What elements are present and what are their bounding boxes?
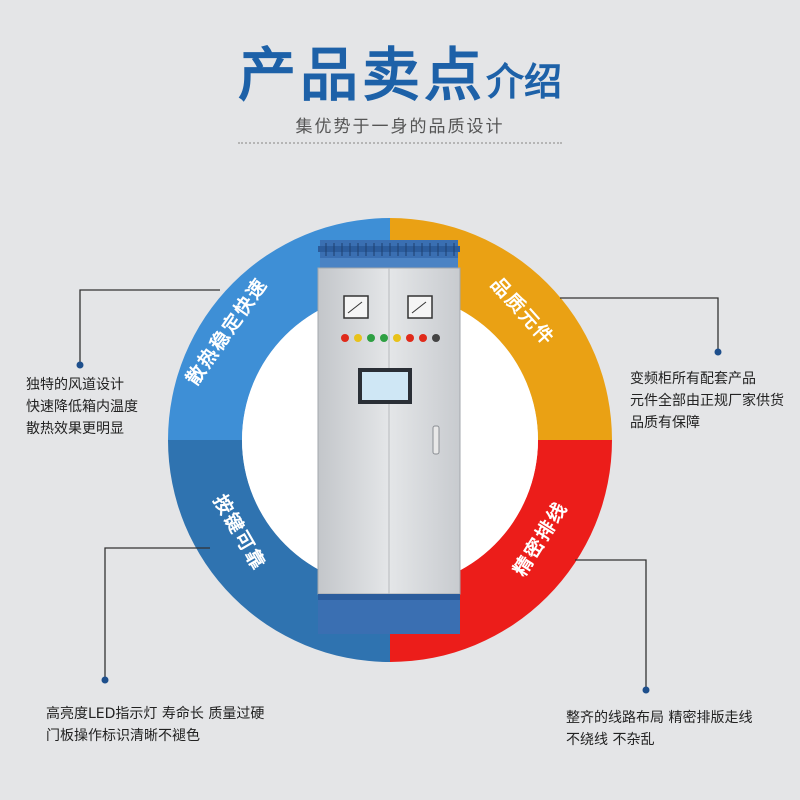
leader-dot-top-right	[714, 348, 722, 356]
description-line: 门板操作标识清晰不褪色	[46, 728, 200, 744]
description-line: 散热效果更明显	[26, 421, 124, 437]
leader-dot-bottom-left	[101, 676, 109, 684]
title-suffix: 介绍	[486, 60, 563, 104]
description-line: 元件全部由正规厂家供货	[630, 393, 784, 409]
description-line: 品质有保障	[630, 415, 700, 431]
description-bottom-right: 整齐的线路布局 精密排版走线 不绕线 不杂乱	[566, 707, 752, 751]
leader-line-top-right	[560, 297, 719, 352]
subtitle: 集优势于一身的品质设计	[295, 117, 505, 137]
description-top-left: 独特的风道设计 快速降低箱内温度 散热效果更明显	[26, 374, 138, 440]
divider	[238, 142, 562, 144]
title-main: 产品卖点	[237, 41, 486, 109]
leader-line-bottom-left	[104, 547, 210, 680]
description-line: 不绕线 不杂乱	[566, 732, 655, 748]
description-line: 快速降低箱内温度	[26, 399, 138, 415]
description-line: 整齐的线路布局 精密排版走线	[566, 710, 753, 726]
page-title: 产品卖点介绍	[0, 28, 800, 112]
leader-line-top-left	[79, 289, 220, 365]
leader-dot-bottom-right	[642, 686, 650, 694]
leader-line-bottom-right	[575, 559, 647, 690]
description-line: 独特的风道设计	[26, 377, 124, 393]
description-bottom-left: 高亮度LED指示灯 寿命长 质量过硬 门板操作标识清晰不褪色	[46, 703, 264, 747]
leader-dot-top-left	[76, 361, 84, 369]
description-top-right: 变频柜所有配套产品 元件全部由正规厂家供货 品质有保障	[630, 368, 784, 434]
description-line: 变频柜所有配套产品	[630, 371, 756, 387]
description-line: 高亮度LED指示灯 寿命长 质量过硬	[46, 706, 265, 722]
control-cabinet-image	[317, 240, 461, 634]
